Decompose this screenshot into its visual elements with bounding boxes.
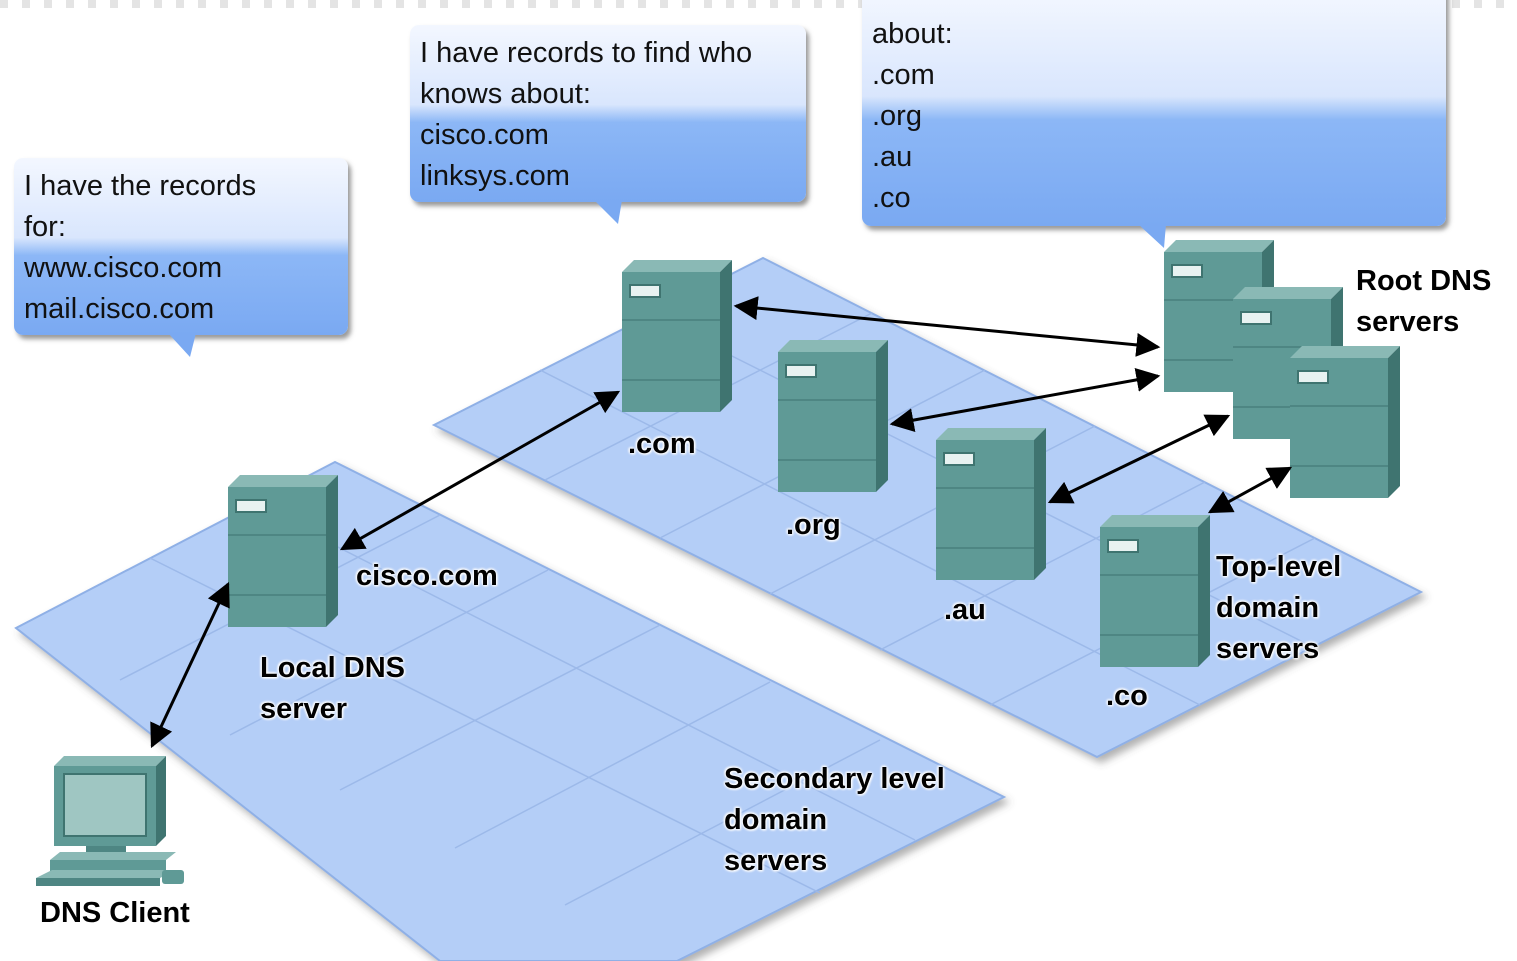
- bubble-line: I have records to find who: [420, 37, 753, 69]
- label-line: servers: [1356, 306, 1460, 338]
- label-line: Local DNS: [260, 652, 406, 684]
- label-line: Secondary level: [724, 763, 945, 795]
- local-records-bubble: I have the records for: www.cisco.com ma…: [14, 158, 348, 335]
- com-bubble-tail: [594, 200, 622, 224]
- bubble-line: .com: [872, 59, 935, 91]
- bubble-line: .au: [872, 141, 913, 173]
- au-server-label: .au: [944, 594, 986, 626]
- bubble-line: .co: [872, 182, 911, 214]
- org-server-label: .org: [786, 509, 841, 541]
- cisco-server-label: cisco.com: [356, 560, 498, 592]
- top-border-dots: [0, 0, 1517, 8]
- bubble-line: mail.cisco.com: [24, 293, 215, 325]
- bubble-line: www.cisco.com: [24, 252, 223, 284]
- query-arrows: [150, 296, 1293, 749]
- root-records-bubble: about: .com .org .au .co: [862, 0, 1446, 226]
- local-dns-server-label: Local DNS server: [260, 648, 405, 730]
- label-line: servers: [724, 845, 828, 877]
- secondary-level-domain-servers-label: Secondary level domain servers: [724, 759, 945, 882]
- bubble-line: .org: [872, 100, 922, 132]
- label-line: server: [260, 693, 348, 725]
- label-line: Root DNS: [1356, 265, 1492, 297]
- au-tld-server: [935, 427, 1047, 581]
- bubble-line: about:: [872, 18, 953, 50]
- org-tld-server: [777, 339, 889, 493]
- label-line: domain: [1216, 592, 1320, 624]
- local-dns-server: [227, 474, 339, 628]
- com-server-label: .com: [628, 428, 696, 460]
- local-bubble-tail: [168, 333, 196, 357]
- com-tld-server: [621, 259, 733, 413]
- top-level-domain-servers-label: Top-level domain servers: [1216, 547, 1341, 670]
- dns-client-computer-icon: [36, 756, 184, 886]
- dns-client-label: DNS Client: [40, 897, 190, 929]
- root-server-3: [1289, 345, 1401, 499]
- bubble-line: I have the records: [24, 170, 257, 202]
- bubble-line: for:: [24, 211, 66, 243]
- co-tld-server: [1099, 514, 1211, 668]
- root-dns-servers-label: Root DNS servers: [1356, 261, 1491, 343]
- bubble-line: cisco.com: [420, 119, 549, 151]
- label-line: servers: [1216, 633, 1320, 665]
- com-records-bubble: I have records to find who knows about: …: [410, 25, 806, 202]
- root-bubble-tail: [1138, 224, 1166, 248]
- bubble-line: linksys.com: [420, 160, 570, 192]
- bubble-line: knows about:: [420, 78, 591, 110]
- label-line: domain: [724, 804, 828, 836]
- co-server-label: .co: [1106, 680, 1148, 712]
- label-line: Top-level: [1216, 551, 1342, 583]
